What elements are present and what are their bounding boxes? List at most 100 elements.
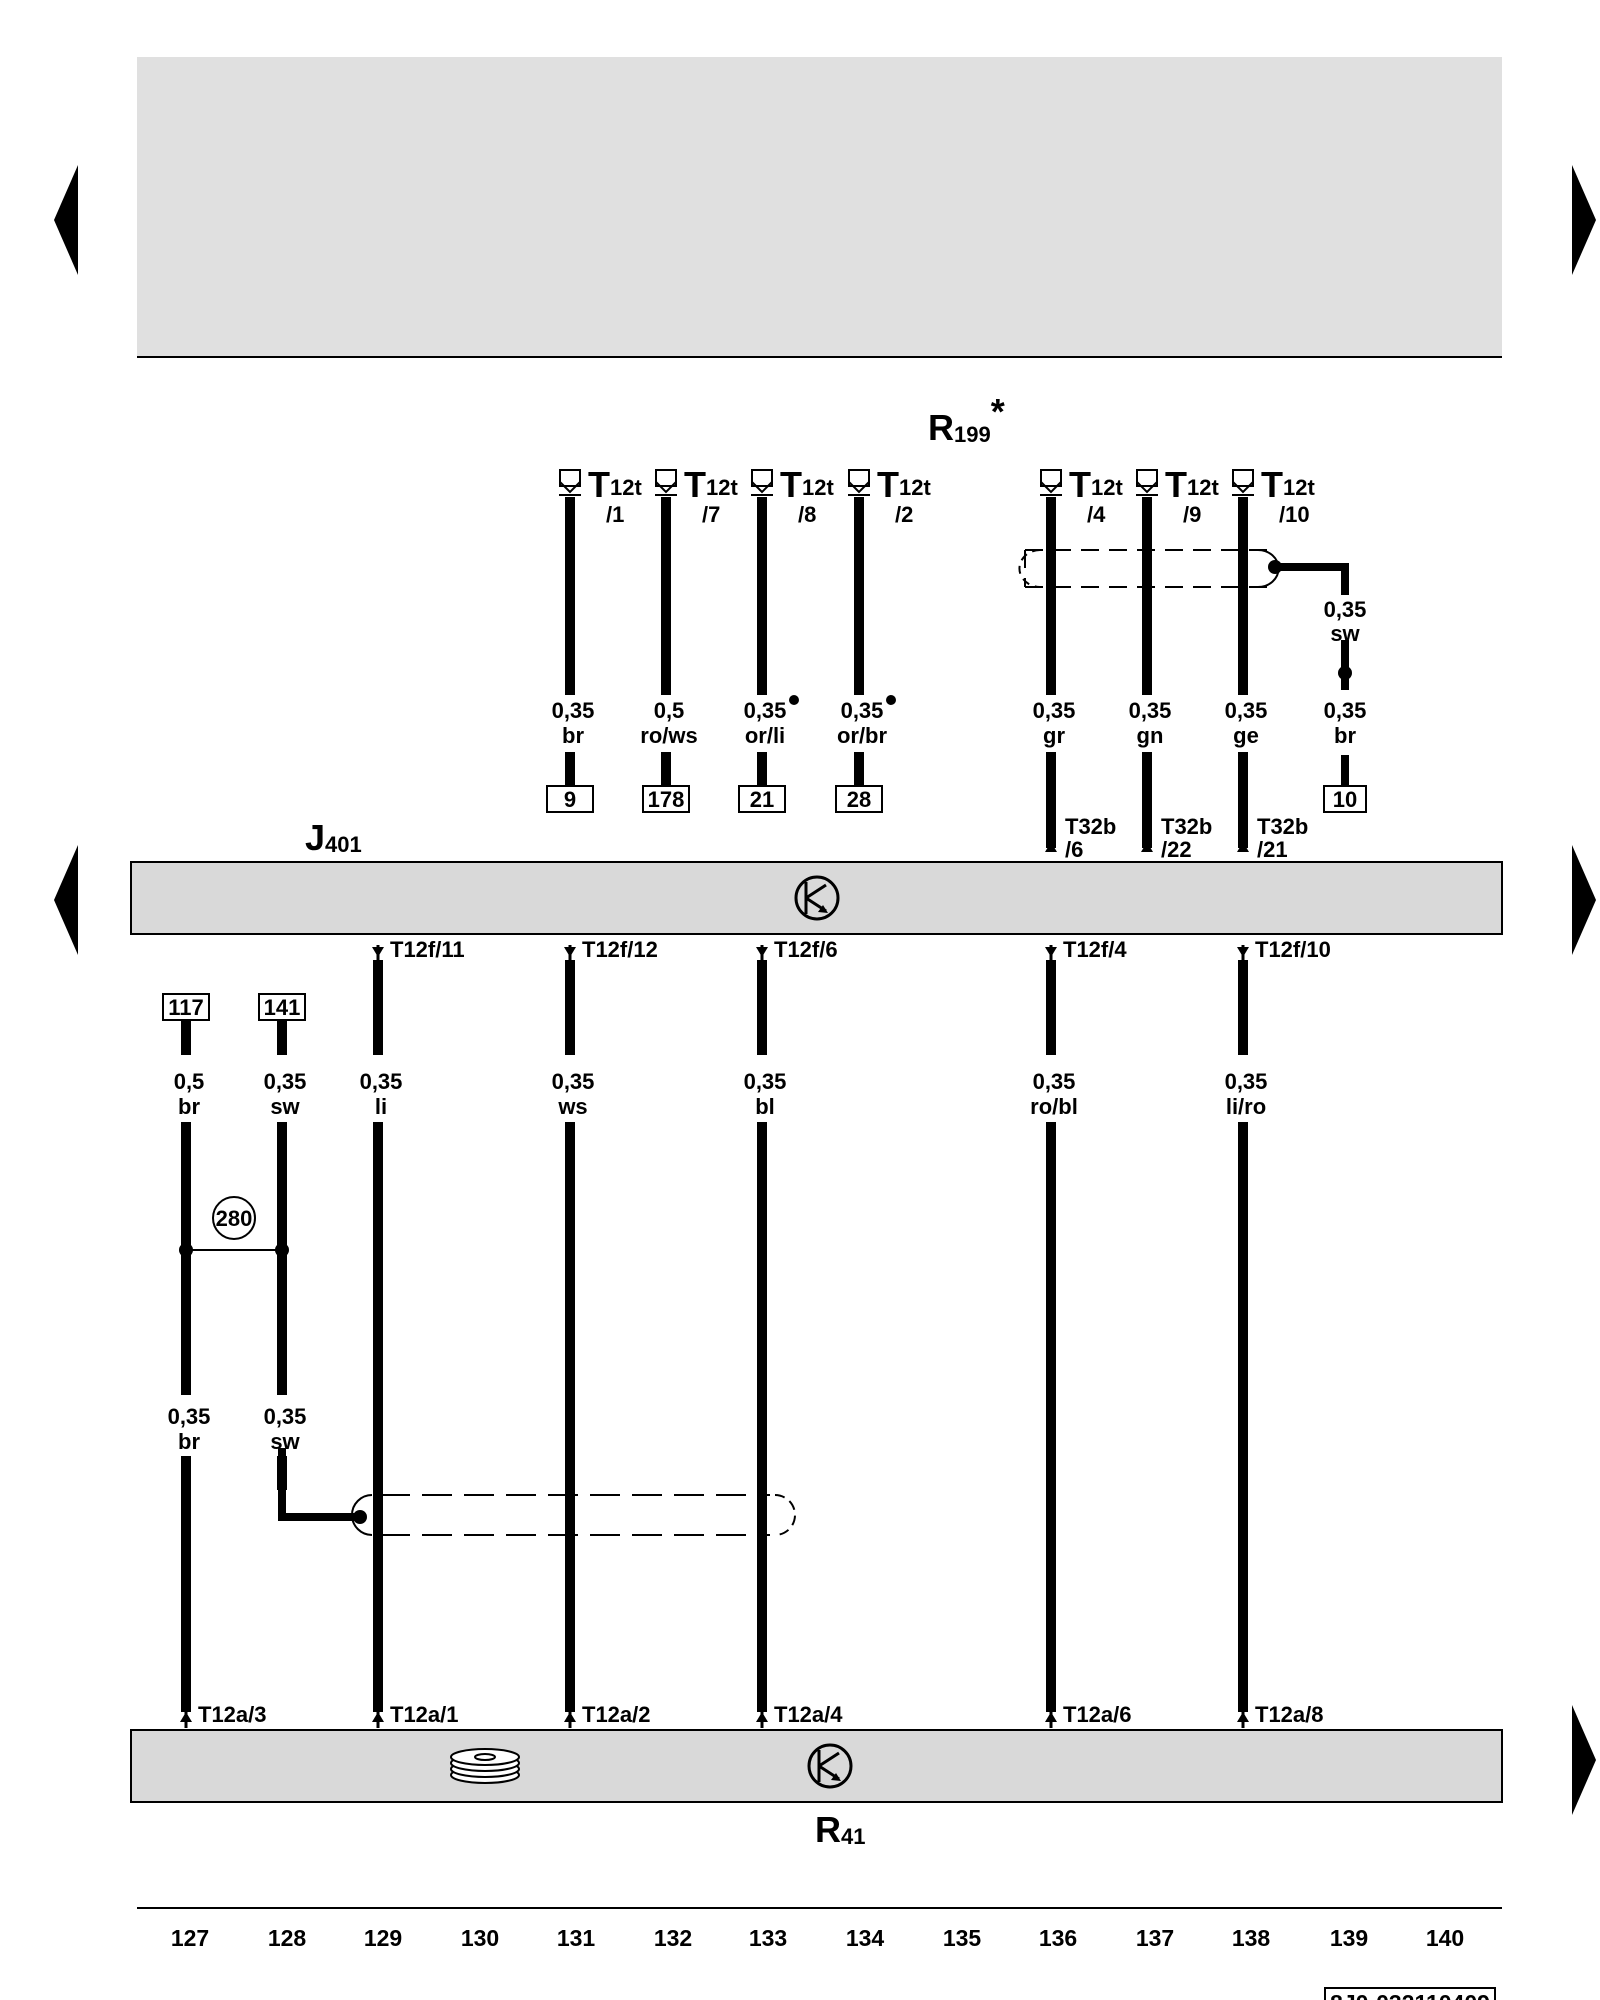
j401-pin-label: T12f/4 (1063, 937, 1127, 962)
r41-pin: T12a/6 (1045, 1702, 1132, 1728)
r199-label: R199* (928, 391, 1005, 448)
wire-gauge: 0,35 (1033, 1069, 1076, 1094)
wire-color: li/ro (1226, 1094, 1266, 1119)
wire-color: ro/ws (640, 723, 697, 748)
column-number: 139 (1330, 1925, 1368, 1951)
ref-box[interactable]: 117 (168, 995, 204, 1020)
header-panel (137, 57, 1502, 357)
wire-color: gr (1043, 723, 1065, 748)
wire-gauge-second: 0,35 (264, 1404, 307, 1429)
r41-pin-label: T12a/2 (582, 1702, 651, 1727)
wire-color: br (562, 723, 584, 748)
connector-label: T12t (1165, 464, 1219, 505)
top-wire-t7: T12t/7 0,5ro/ws 178 (640, 464, 738, 813)
shield-ref-box[interactable]: 10 (1333, 787, 1357, 812)
connector-label: T12t (1261, 464, 1315, 505)
wire-color: ro/bl (1030, 1094, 1078, 1119)
cd-disc-icon (450, 1748, 520, 1784)
nav-right-arrow-top[interactable] (1572, 165, 1596, 275)
r41-pin: T12a/2 (564, 1702, 651, 1728)
ref-box[interactable]: 141 (264, 995, 301, 1020)
shield-upper-color: sw (1330, 621, 1360, 646)
nav-right-arrow-middle[interactable] (1572, 845, 1596, 955)
r41-pin-label: T12a/4 (774, 1702, 843, 1727)
pin-number: /7 (702, 502, 720, 527)
r41-component[interactable] (130, 1729, 1503, 1803)
wire-gauge: 0,5 (654, 698, 685, 723)
ref-box[interactable]: 178 (648, 787, 685, 812)
shield-lower-color: br (1334, 723, 1356, 748)
wire-gauge: 0,35 (744, 698, 787, 723)
shield-lower-gauge: 0,35 (1324, 698, 1367, 723)
wire-color: or/li (745, 723, 785, 748)
connector-pin-icon (1136, 469, 1158, 496)
nav-left-arrow-top[interactable] (54, 165, 78, 275)
r41-pin: T12a/8 (1237, 1702, 1324, 1728)
pin-number: /9 (1183, 502, 1201, 527)
wire-gauge: 0,35 (264, 1069, 307, 1094)
ref-box[interactable]: 9 (564, 787, 576, 812)
doc-code: 8J0-032110409 (1330, 1990, 1490, 2000)
column-number: 130 (461, 1925, 499, 1951)
connector-pin-icon (848, 469, 870, 496)
ref-box[interactable]: 21 (750, 787, 774, 812)
wire-gauge: 0,35 (1225, 1069, 1268, 1094)
r41-pin: T12a/1 (372, 1702, 459, 1728)
wire-color: li (375, 1094, 387, 1119)
wire-gauge: 0,35 (1225, 698, 1268, 723)
connector-label: T12t (684, 464, 738, 505)
ref-box[interactable]: 28 (847, 787, 871, 812)
wire-color: gn (1137, 723, 1164, 748)
pin-number: /10 (1279, 502, 1310, 527)
column-number: 138 (1232, 1925, 1271, 1951)
wire-color: sw (270, 1094, 300, 1119)
connector-label: T12t (1069, 464, 1123, 505)
wire-gauge: 0,5 (174, 1069, 205, 1094)
connector-pin-icon (559, 469, 581, 496)
shield-bottom (278, 1448, 796, 1536)
marker-dot (789, 695, 799, 705)
j401-pin-label: T32b (1065, 814, 1116, 839)
wire-color-second: br (178, 1429, 200, 1454)
column-number: 128 (268, 1925, 307, 1951)
j401-pin-label: T12f/11 (390, 937, 465, 962)
column-number: 131 (557, 1925, 596, 1951)
wire-gauge: 0,35 (360, 1069, 403, 1094)
nav-left-arrow-middle[interactable] (54, 845, 78, 955)
j401-output-pin: T12f/11 (372, 937, 465, 962)
j401-pin-number: /21 (1257, 837, 1288, 862)
wire-color: ws (557, 1094, 587, 1119)
r41-electronic-symbol-icon (807, 1743, 853, 1789)
j401-pin-label: T32b (1161, 814, 1212, 839)
j401-pin-number: /6 (1065, 837, 1083, 862)
j401-output-pin: T12f/6 (756, 937, 838, 962)
wire-color: bl (755, 1094, 775, 1119)
j401-control-unit[interactable] (130, 861, 1503, 935)
shield-upper-gauge: 0,35 (1324, 597, 1367, 622)
connector-pin-icon (655, 469, 677, 496)
wire-gauge: 0,35 (1033, 698, 1076, 723)
marker-dot (886, 695, 896, 705)
column-number: 133 (749, 1925, 787, 1951)
column-number: 129 (364, 1925, 402, 1951)
column-number: 132 (654, 1925, 692, 1951)
nav-right-arrow-bottom[interactable] (1572, 1705, 1596, 1815)
r41-pin-label: T12a/3 (198, 1702, 267, 1727)
wire-gauge-second: 0,35 (168, 1404, 211, 1429)
j401-output-pin: T12f/4 (1045, 937, 1127, 962)
column-number: 134 (846, 1925, 885, 1951)
pin-number: /1 (606, 502, 624, 527)
j401-pin-label: T12f/10 (1255, 937, 1331, 962)
wire-color: br (178, 1094, 200, 1119)
